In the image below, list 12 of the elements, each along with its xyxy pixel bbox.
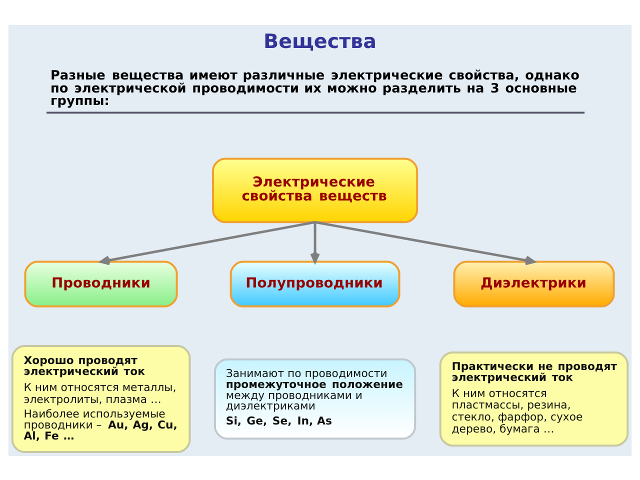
node-box: Хорошо проводят электрический ток К ним относятся металлы, электролиты, плазма … Наиболее используемые проводники – Au, Ag, Cu, Al, Fe … [11, 344, 191, 453]
node-box: Занимают по проводимости промежуточное положение между проводниками и диэлектриками Si, Ge, Se, In, As [214, 358, 416, 440]
node-box: Практически не проводят электрический ток К ним относятся пластмассы, резина, стекло, фарфор, сухое дерево, бумага … [439, 350, 629, 446]
node-box: Диэлектрики [453, 260, 615, 307]
node-box: Электрические свойства веществ [212, 157, 418, 223]
arrow [100, 220, 316, 265]
node-box: Полупроводники [230, 260, 400, 307]
arrow [310, 222, 320, 263]
label: Разные вещества имеют различные электрические свойства, однако по электрической проводимости их можно разделить на 3 основные группы: [50, 68, 580, 109]
diagram-title: Вещества [264, 29, 376, 52]
node-box: Проводники [24, 260, 178, 307]
arrow [314, 220, 536, 265]
